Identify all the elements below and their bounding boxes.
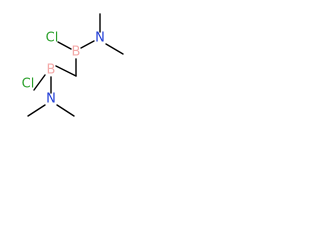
atom-cl-bottom: Cl [22,77,35,92]
bond-cl-b-top [57,41,72,50]
atom-b-bottom: B [47,63,56,78]
atom-n-top: N [95,31,105,46]
molecule-diagram: Cl B N Cl B N [0,0,150,150]
bond-b-n-top [80,40,95,49]
bond-ch2-b-bottom [55,65,77,77]
bond-n-methyl-right-top [105,43,124,55]
atom-labels: Cl B N Cl B N [22,31,105,107]
bonds [27,13,124,117]
atom-b-top: B [72,45,81,60]
bond-cl-b-bottom [33,74,46,91]
structure-drawing: Cl B N Cl B N [22,13,124,117]
bond-n-methyl-left-bottom [27,104,46,117]
atom-n-bottom: N [46,92,56,107]
atom-cl-top: Cl [46,31,59,46]
bond-n-methyl-right-bottom [56,104,75,117]
